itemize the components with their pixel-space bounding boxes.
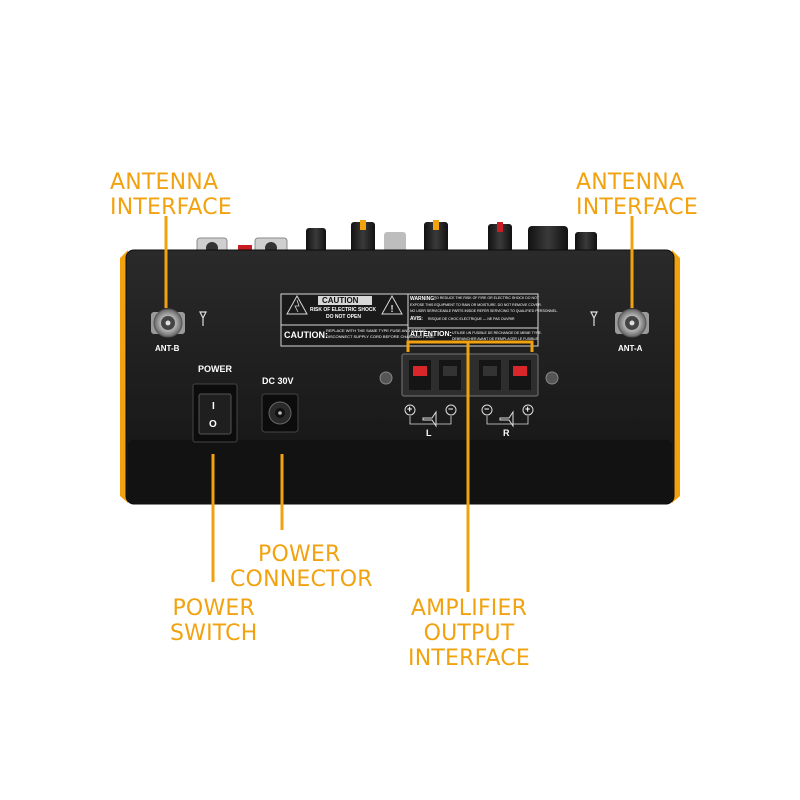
knob [424,222,448,258]
callout-line: ANTENNA [110,170,219,195]
caution-label: ! [280,293,539,347]
caution-line: RISK OF ELECTRIC SHOCK [310,307,377,313]
leader-lines [164,216,634,592]
attention-text: UTILISE UN FUSIBLE DE RECHANGE DE MEME T… [452,331,542,335]
ant-b-label: ANT-B [155,344,180,353]
callout-line: ANTENNA [576,170,685,195]
terminal-minus: − [484,404,490,414]
warning-text: TO REDUCE THE RISK OF FIRE OR ELECTRIC S… [434,296,539,300]
dc-connector [261,393,299,433]
avis-text: RISQUE DE CHOC ELECTRIQUE — NE PAS OUVRI… [428,317,515,321]
callout-line: INTERFACE [576,195,698,220]
callout-line: INTERFACE [110,195,232,220]
callout-line: POWER [258,542,341,567]
caution-title: CAUTION [322,296,359,305]
power-label: POWER [198,364,233,374]
callout-line: CONNECTOR [230,567,373,592]
antenna-symbol-icon [590,311,598,326]
power-switch-callout: POWER SWITCH [170,596,257,646]
terminal-plus: + [525,404,531,414]
speaker-terminals [379,353,559,428]
caution-line: DO NOT OPEN [326,314,362,320]
dc-label: DC 30V [262,376,294,386]
power-connector-callout: POWER CONNECTOR [230,542,373,592]
ant-a-label: ANT-A [618,344,643,353]
speaker-r-label: R [503,428,510,438]
antenna-left-callout: ANTENNA INTERFACE [110,170,232,220]
switch-off-mark: O [209,419,217,430]
power-switch [192,383,238,443]
ant-a-connector [615,308,649,338]
antenna-right-callout: ANTENNA INTERFACE [576,170,698,220]
warning-text: EXPOSE THIS EQUIPMENT TO RAIN OR MOISTUR… [410,303,542,307]
caution-text: DISCONNECT SUPPLY CORD BEFORE CHANGING F… [326,334,435,339]
warning-text: NO USER SERVICEABLE PARTS INSIDE REFER S… [410,309,558,313]
switch-on-mark: I [212,401,215,412]
attention-text: DEBRANCHER AVANT DE REMPLACER LE FUSIBLE… [452,337,539,341]
terminal-plus: + [407,404,413,414]
svg-text:!: ! [390,304,393,315]
attention-label: ATTENTION: [410,331,452,338]
ant-b-connector [151,308,185,338]
antenna-symbol-icon [199,311,207,326]
leader-amplifier-output [406,340,534,352]
speaker-icon [499,410,514,428]
callout-line: AMPLIFIER [410,596,528,621]
knob [351,222,375,258]
warning-triangle-icon [286,294,308,315]
caution-label-text: CAUTION: [284,330,328,340]
caution-text: REPLACE WITH THE SAME TYPE FUSE AND RATI… [326,328,428,333]
speaker-icon [422,410,437,428]
speaker-l-label: L [426,428,432,438]
warning-label: WARNING: [410,296,436,302]
warning-triangle-icon [381,294,403,315]
callout-line: POWER [172,596,255,621]
callout-line: SWITCH [170,621,258,646]
avis-label: AVIS: [410,316,423,322]
terminal-minus: − [448,404,454,414]
amplifier-output-callout: AMPLIFIER OUTPUT INTERFACE [362,596,576,671]
callout-line: OUTPUT INTERFACE [408,621,530,671]
